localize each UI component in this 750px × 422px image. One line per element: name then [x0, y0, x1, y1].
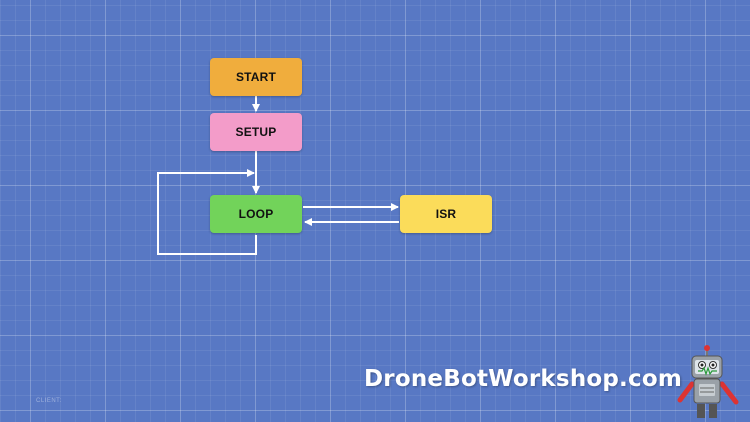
robot-icon	[674, 344, 744, 422]
site-brand-text: DroneBotWorkshop.com	[364, 366, 682, 392]
node-isr: ISR	[400, 195, 492, 233]
node-loop: LOOP	[210, 195, 302, 233]
node-setup: SETUP	[210, 113, 302, 151]
node-start: START	[210, 58, 302, 96]
faint-label: CLIENT:	[36, 398, 62, 404]
